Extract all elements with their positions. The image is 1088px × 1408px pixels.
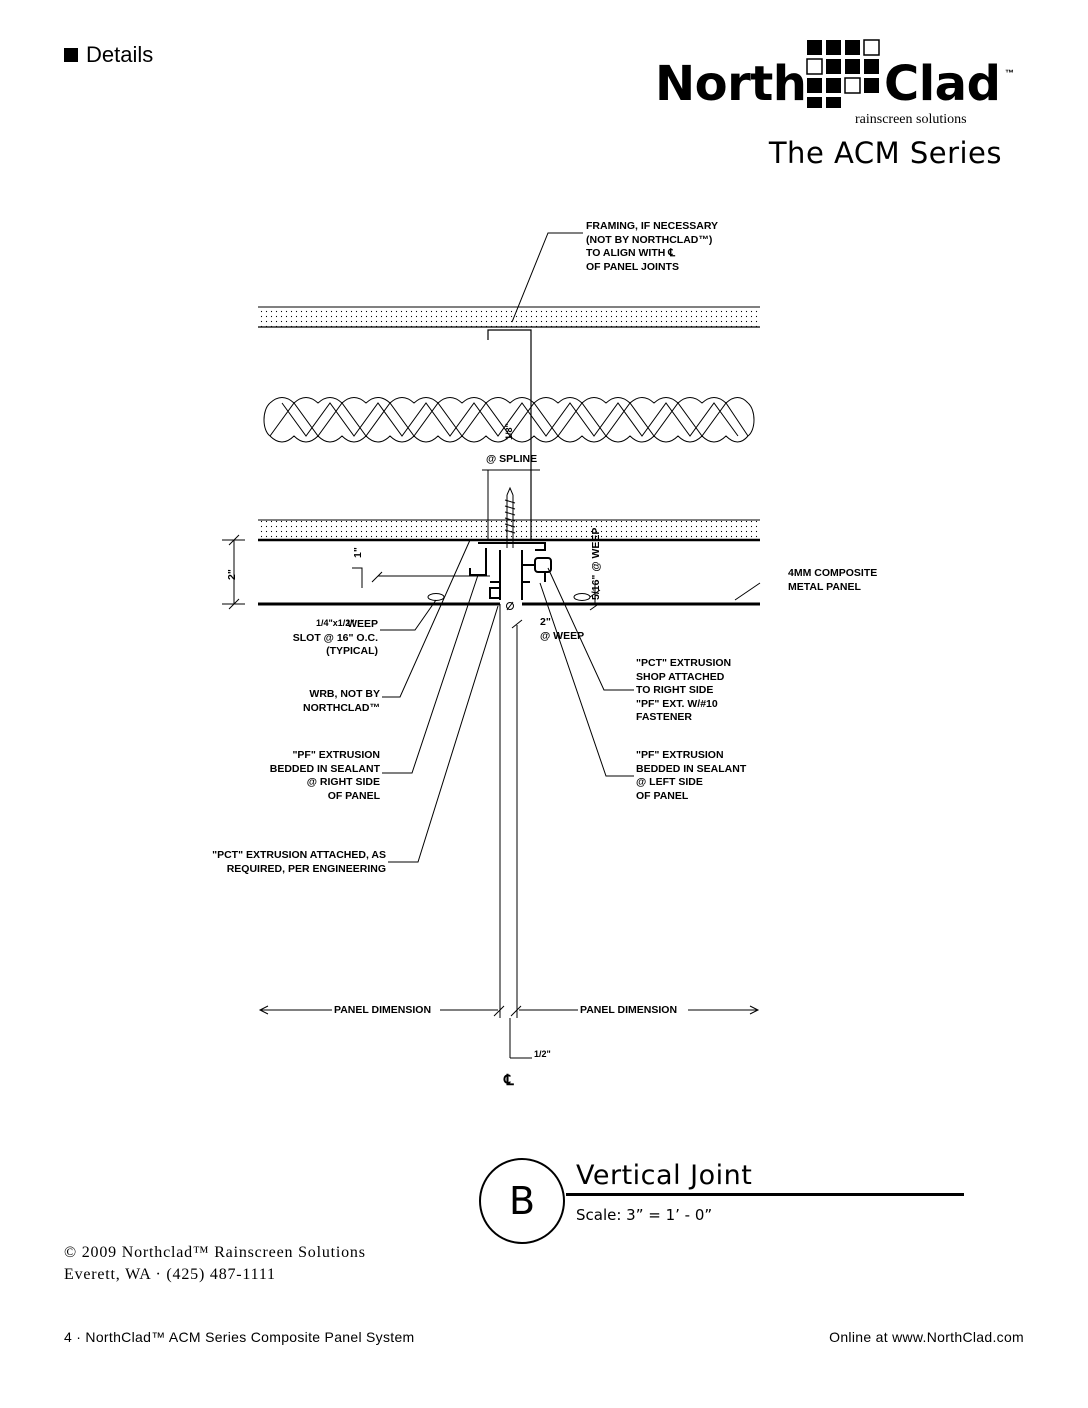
spline-dimension bbox=[482, 469, 540, 540]
address-text: Everett, WA · (425) 487-1111 bbox=[64, 1266, 276, 1283]
sheathing-bottom bbox=[258, 519, 760, 542]
note-depth-2in: 2" bbox=[226, 569, 238, 580]
note-wrb: WRB, NOT BY NORTHCLAD™ bbox=[303, 688, 380, 714]
brand-trademark: ™ bbox=[1005, 68, 1014, 78]
brand-tagline: rainscreen solutions bbox=[855, 112, 967, 127]
leader-lines bbox=[380, 232, 761, 863]
brand-logo: North Clad ™ rainscreen solutions bbox=[655, 38, 1025, 133]
note-pct-shop: "PCT" EXTRUSION SHOP ATTACHED TO RIGHT S… bbox=[636, 657, 732, 723]
note-spline-dimension: 1/8" bbox=[504, 423, 514, 440]
note-panel-dimension-left: PANEL DIMENSION bbox=[334, 1004, 432, 1016]
figure-title: Vertical Joint bbox=[576, 1160, 753, 1191]
note-depth-1in: 1" bbox=[352, 547, 364, 558]
brand-word-left: North bbox=[655, 56, 807, 112]
framing-member bbox=[487, 329, 532, 540]
note-weep-slot: WEEP SLOT @ 16" O.C. (TYPICAL) bbox=[292, 618, 378, 657]
fastener-screw bbox=[504, 486, 516, 548]
figure-title-rule bbox=[566, 1193, 964, 1196]
note-spline: @ SPLINE bbox=[486, 453, 538, 465]
copyright-block: © 2009 Northclad™ Rainscreen Solutions E… bbox=[64, 1242, 366, 1286]
note-joint-width: 1/2" bbox=[534, 1049, 551, 1059]
square-bullet-icon bbox=[64, 48, 78, 62]
note-composite-panel: 4MM COMPOSITE METAL PANEL bbox=[788, 567, 878, 593]
series-title: The ACM Series bbox=[768, 136, 1002, 170]
sheathing-top bbox=[258, 306, 760, 328]
note-framing: FRAMING, IF NECESSARY (NOT BY NORTHCLAD™… bbox=[586, 220, 719, 273]
section-label-text: Details bbox=[86, 42, 154, 67]
centerline-symbol: ℄ bbox=[503, 1072, 514, 1089]
note-weep-depth: 5/16" @ WEEP bbox=[590, 527, 602, 600]
brand-word-right: Clad bbox=[884, 56, 1001, 112]
note-weep-slot-size: 1/4"x1/2" bbox=[316, 618, 355, 628]
note-panel-dimension-right: PANEL DIMENSION bbox=[580, 1004, 678, 1016]
figure-scale: Scale: 3” = 1’ - 0” bbox=[576, 1206, 713, 1224]
insulation-batt bbox=[263, 397, 755, 443]
panel-dimension-lines bbox=[258, 1005, 760, 1017]
note-pf-left: "PF" EXTRUSION BEDDED IN SEALANT @ LEFT … bbox=[636, 749, 747, 802]
page-footer-title: 4 · NorthClad™ ACM Series Composite Pane… bbox=[64, 1329, 415, 1345]
svg-text:℄: ℄ bbox=[503, 1072, 514, 1089]
composite-panels bbox=[258, 593, 760, 611]
note-weep-2in: 2" @ WEEP bbox=[540, 616, 585, 642]
note-pf-right: "PF" EXTRUSION BEDDED IN SEALANT @ RIGHT… bbox=[269, 749, 380, 802]
grid-logo-icon bbox=[806, 39, 880, 108]
figure-letter: B bbox=[508, 1179, 536, 1223]
section-label: Details bbox=[64, 42, 153, 68]
figure-letter-circle: B bbox=[479, 1158, 565, 1244]
note-pct-attached: "PCT" EXTRUSION ATTACHED, AS REQUIRED, P… bbox=[212, 849, 386, 875]
pf-pct-extrusions bbox=[469, 542, 552, 600]
joint-lines bbox=[499, 604, 532, 1059]
copyright-text: © 2009 Northclad™ Rainscreen Solutions bbox=[64, 1244, 366, 1261]
footer-website-link[interactable]: Online at www.NorthClad.com bbox=[829, 1329, 1024, 1345]
depth-dimension bbox=[222, 534, 601, 629]
